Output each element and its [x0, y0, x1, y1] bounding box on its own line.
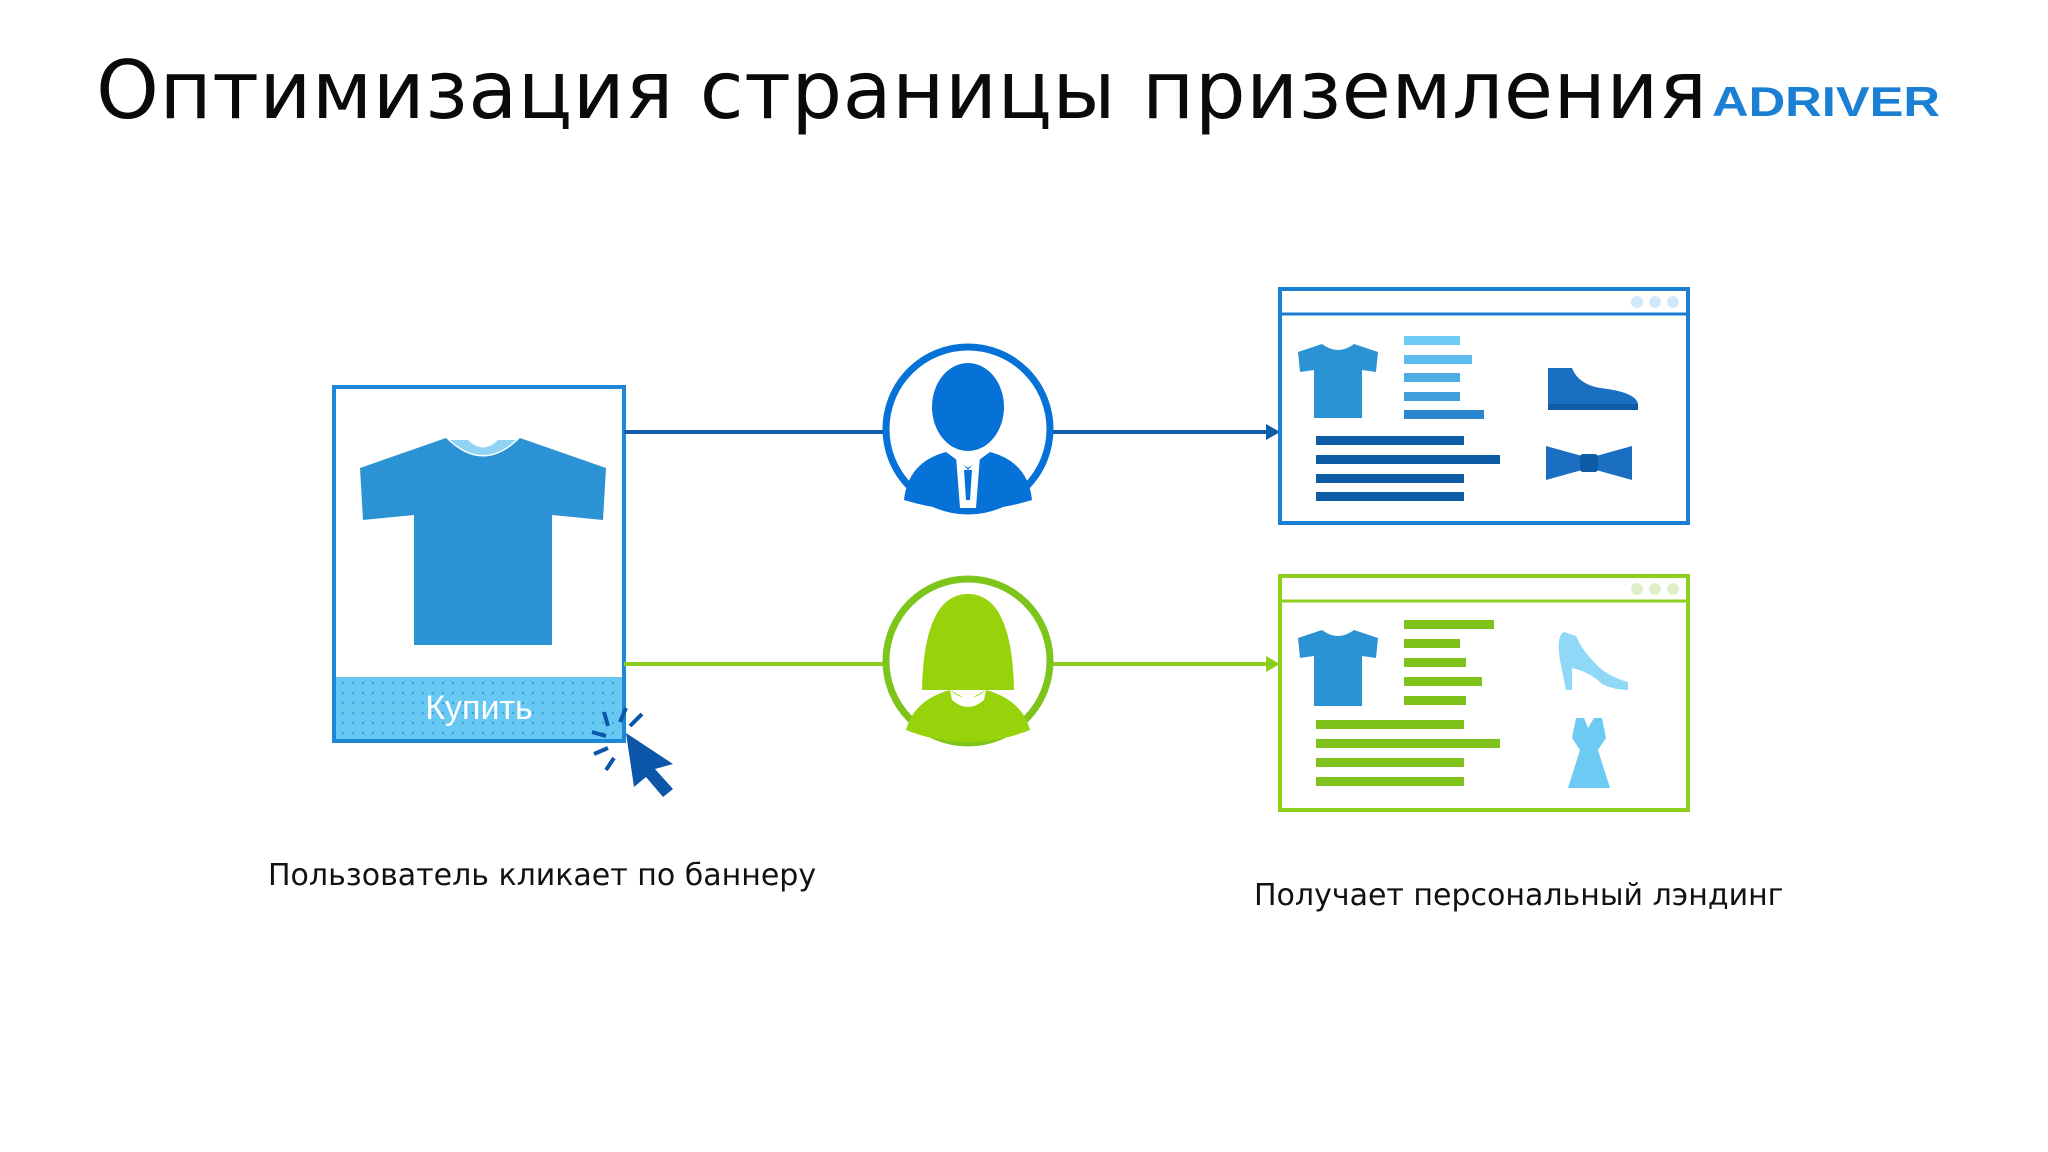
buy-button[interactable]: [336, 677, 622, 739]
tshirt-icon: [1298, 630, 1378, 706]
adriver-logo: ADRIVER: [1712, 78, 1940, 125]
banner-card[interactable]: Купить: [332, 385, 626, 743]
shoe-icon: [1548, 368, 1638, 410]
male-landing-window: [1278, 287, 1690, 525]
connector-male: [624, 424, 1280, 440]
bow-tie-icon: [1546, 446, 1632, 480]
banner-caption: Пользователь кликает по баннеру: [268, 858, 817, 893]
connector-female: [624, 656, 1280, 672]
high-heel-icon: [1558, 632, 1628, 690]
female-user-icon: [882, 575, 1054, 747]
slide-title: Оптимизация страницы приземления: [96, 44, 1708, 137]
adriver-logo-text: ADRIVER: [1712, 78, 1940, 125]
buy-button-label: Купить: [425, 689, 533, 727]
cursor-click-icon: [591, 707, 673, 797]
dress-icon: [1568, 718, 1610, 788]
tshirt-icon: [360, 438, 606, 645]
landing-caption: Получает персональный лэндинг: [1254, 878, 1784, 913]
tshirt-icon: [1298, 344, 1378, 418]
male-user-icon: [882, 343, 1054, 515]
female-landing-window: [1278, 574, 1690, 812]
